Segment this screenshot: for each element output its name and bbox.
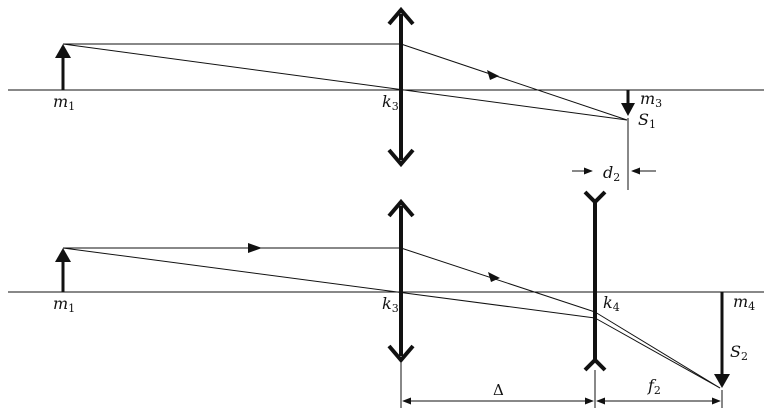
bottom-label-k3: k3 (382, 294, 399, 315)
top-ray-central (62, 43, 628, 121)
bottom-ray-direction-arrow-1 (248, 243, 262, 253)
top-ray-direction-arrow (487, 70, 499, 80)
top-label-m3: m3 (640, 89, 662, 110)
top-ray-refracted (400, 43, 628, 121)
top-label-m1: m1 (53, 92, 75, 113)
bottom-label-m1: m1 (53, 294, 75, 315)
top-lens-k3 (387, 6, 415, 168)
bottom-system: m1 k3 k4 m4 S2 Δ f2 (8, 190, 764, 408)
bottom-image-arrow (714, 292, 730, 388)
bottom-object-arrow (55, 248, 71, 292)
bottom-label-s2: S2 (730, 342, 748, 363)
bottom-label-k4: k4 (603, 293, 620, 314)
top-image-arrow (621, 90, 635, 116)
bottom-rays (62, 247, 721, 389)
bottom-ray-after-k4-b (594, 317, 721, 389)
bottom-ray-central (62, 247, 596, 319)
top-rays (62, 43, 628, 121)
bottom-lens-k3 (387, 198, 415, 364)
bottom-label-m4: m4 (733, 292, 755, 313)
bottom-ray-between-lenses (400, 247, 596, 313)
bottom-label-delta: Δ (493, 381, 504, 399)
top-label-s1: S1 (638, 110, 656, 131)
dimension-extension-lines (400, 360, 723, 408)
bottom-lens-k4 (583, 190, 607, 372)
top-system: m1 k3 m3 S1 d2 (8, 6, 764, 190)
bottom-ray-direction-arrow-2 (488, 272, 500, 282)
top-object-arrow (55, 44, 71, 90)
bottom-ray-after-k4-a (594, 311, 721, 389)
bottom-label-f2: f2 (647, 376, 661, 397)
top-label-d2: d2 (603, 163, 620, 184)
top-label-k3: k3 (382, 92, 399, 113)
